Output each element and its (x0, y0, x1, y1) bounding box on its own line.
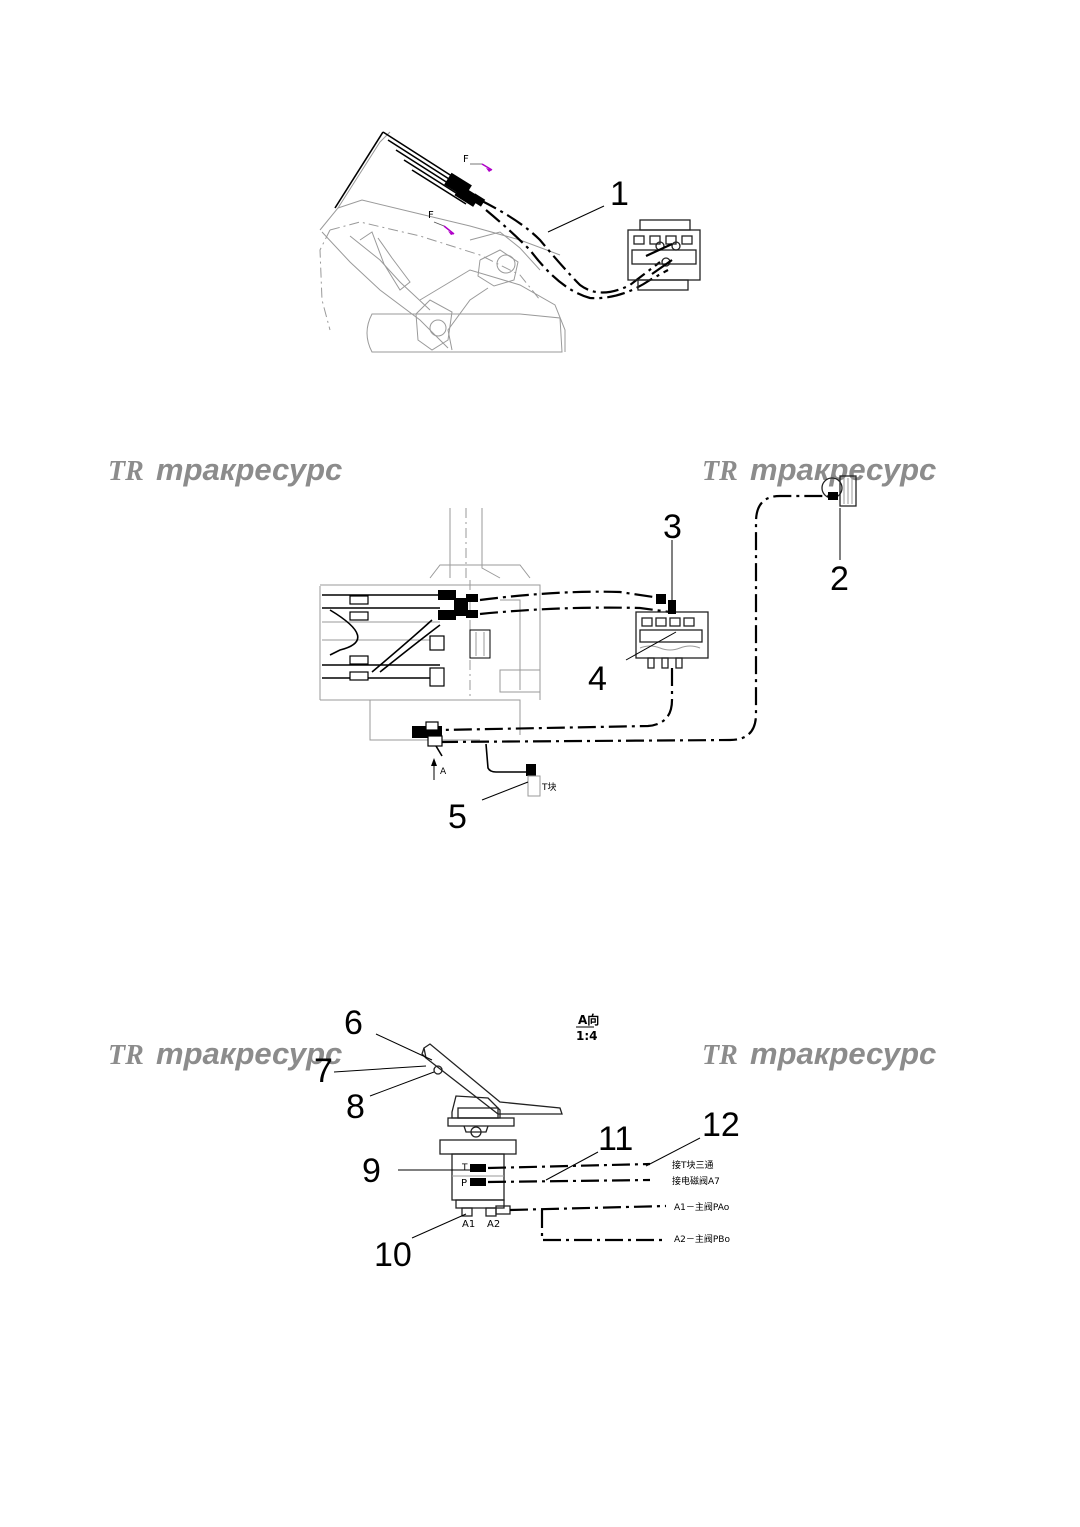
callout-9: 9 (362, 1152, 381, 1190)
view-label-a: A (440, 767, 447, 777)
detail-scale-label: 1:4 (576, 1029, 598, 1043)
connection-a1-main: A1－主阀PAo (674, 1201, 730, 1213)
watermark-logo: TR (702, 456, 738, 487)
t-block-label: T块 (541, 781, 557, 793)
callout-3: 3 (663, 508, 682, 546)
view-pedal-valve-detail: A向 1:4 T P A1 (314, 1004, 740, 1274)
view-label-f-lower: F (428, 210, 434, 221)
port-p-label: P (461, 1178, 467, 1189)
callout-12: 12 (702, 1106, 740, 1144)
view-label-f-upper: F (463, 154, 469, 165)
view-plan: T块 A 3 2 4 5 (319, 475, 857, 836)
watermark-text: тракресурс (156, 1036, 342, 1071)
port-a1-label: A1 (462, 1219, 475, 1230)
connection-to-solenoid: 接电磁阀A7 (672, 1175, 720, 1187)
view-arrow-f-upper: F (463, 154, 493, 172)
view-arrow-a: A (431, 758, 447, 780)
port-a2-label: A2 (487, 1219, 500, 1230)
connection-a2-main: A2－主阀PBo (674, 1233, 730, 1245)
watermark-2: TR тракресурс (702, 452, 936, 487)
connection-to-t-block: 接T块三通 (672, 1159, 714, 1171)
control-valve-top (627, 219, 701, 291)
callout-6: 6 (344, 1004, 363, 1042)
hose-couplings-plan (429, 590, 491, 687)
callout-8: 8 (346, 1088, 365, 1126)
foot-pedal (421, 1043, 563, 1119)
watermark-logo: TR (108, 456, 144, 487)
watermark-text: тракресурс (750, 1036, 936, 1071)
callout-4: 4 (588, 660, 607, 698)
watermark-1: TR тракресурс (108, 452, 342, 487)
watermark-text: тракресурс (156, 452, 342, 487)
callout-2: 2 (830, 560, 849, 598)
port-t-label: T (461, 1163, 468, 1173)
detail-scale: A向 1:4 (576, 1012, 599, 1043)
callout-11: 11 (598, 1120, 633, 1158)
callout-10: 10 (374, 1236, 412, 1274)
view-arrow-f-lower: F (428, 210, 455, 235)
watermark-logo: TR (108, 1040, 144, 1071)
pedal-bracket-plan (821, 475, 857, 507)
callout-1: 1 (610, 175, 629, 213)
pedal-valve-body: T P A1 A2 (439, 1117, 517, 1230)
watermark-text: тракресурс (750, 452, 936, 487)
watermark-logo: TR (702, 1040, 738, 1071)
view-boom-side: F F 1 (319, 131, 701, 353)
callout-7: 7 (314, 1052, 333, 1090)
lift-cylinders (322, 594, 441, 681)
watermark-3: TR тракресурс (108, 1036, 342, 1071)
tee-fittings: T块 (412, 721, 557, 797)
watermark-4: TR тракресурс (702, 1036, 936, 1071)
callout-5: 5 (448, 798, 467, 836)
detail-view-label: A向 (578, 1012, 599, 1027)
